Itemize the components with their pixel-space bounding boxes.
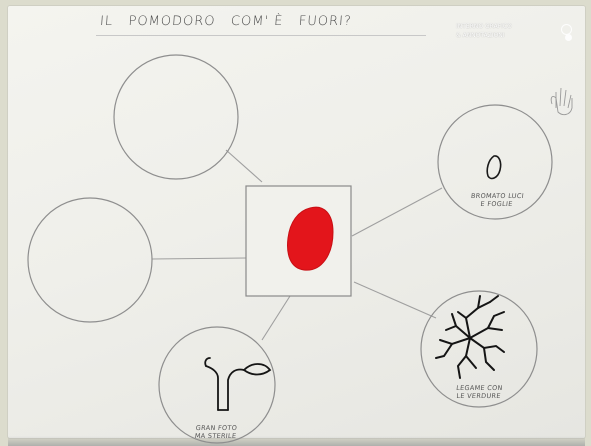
connector-left [152,258,246,259]
node-top-left-circle [114,55,238,179]
connector-top-left [226,150,262,182]
node-bottom-right-label: LEGAME CON LE VERDURE [435,384,523,400]
node-bottom-label: GRAN FOTO MA STERILE [167,424,265,440]
connector-bottom [262,296,290,340]
connector-bottom-right [354,282,436,318]
node-top-right-label: BROMATO LUCI E FOGLIE [451,192,543,208]
stem-leaf-icon [205,358,270,410]
seed-icon [487,156,500,179]
roots-icon [436,296,504,378]
hand-sketch-icon [551,88,572,115]
connector-top-right [352,188,442,236]
node-left-circle [28,198,152,322]
